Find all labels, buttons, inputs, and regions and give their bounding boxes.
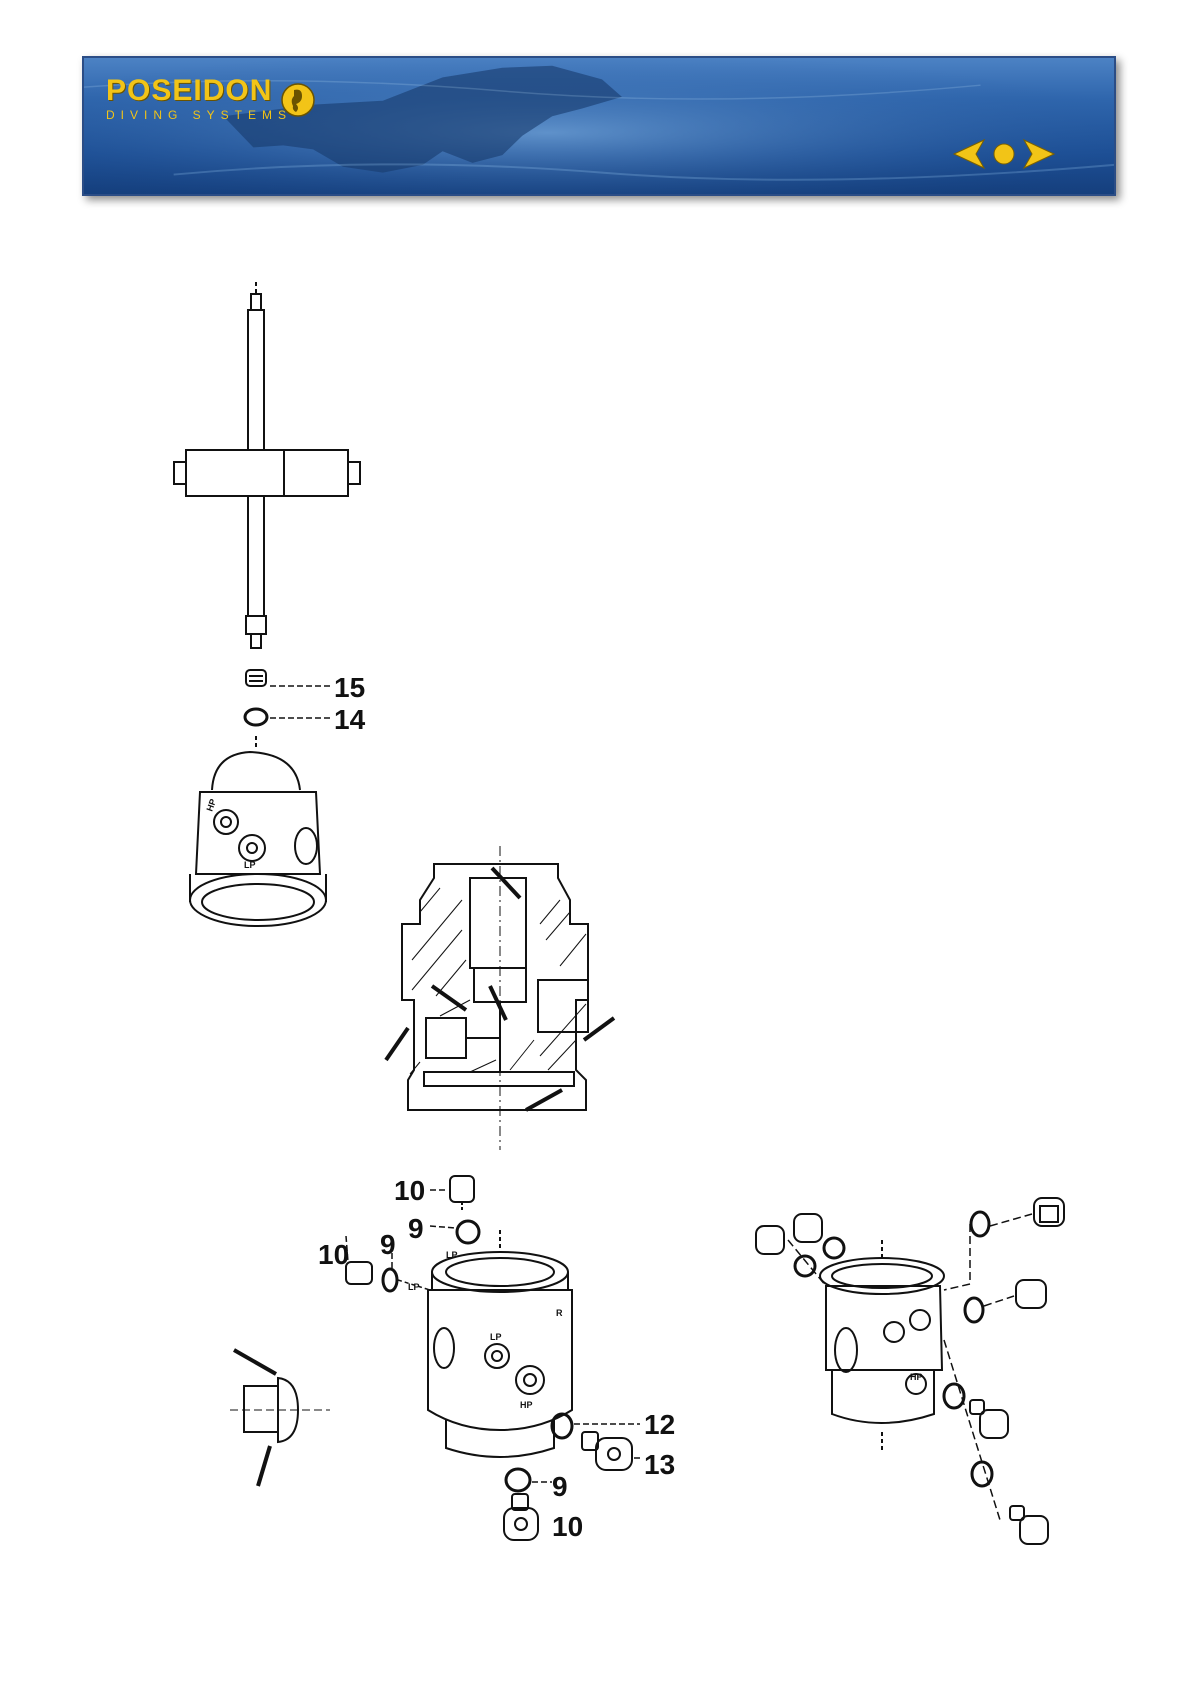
marking-lp-center-front: LP <box>490 1332 502 1342</box>
exploded-body-right <box>820 1240 944 1452</box>
plug-detail <box>230 1378 330 1442</box>
callout-10-left: 10 <box>318 1239 349 1270</box>
marking-hp-center: HP <box>520 1400 533 1410</box>
right-oring-1 <box>795 1256 815 1276</box>
marking-lp-top: LP <box>244 860 256 870</box>
callout-12: 12 <box>644 1409 675 1440</box>
right-plug-4 <box>1016 1280 1046 1308</box>
callout-9-top: 9 <box>408 1213 424 1244</box>
part-10-left-plug <box>346 1262 372 1284</box>
marking-hp-right: HP <box>910 1372 923 1382</box>
plug-arrows <box>234 1350 276 1486</box>
right-plug-3 <box>1034 1198 1064 1226</box>
part-9-left-oring <box>383 1269 397 1291</box>
marking-lp-center-top: LP <box>446 1250 458 1260</box>
part-10-top-plug <box>450 1176 474 1212</box>
right-oring-3 <box>971 1212 989 1236</box>
right-oring-4 <box>965 1298 983 1322</box>
part-14-oring <box>245 709 330 725</box>
t-handle-tool <box>174 282 360 648</box>
callout-10-top: 10 <box>394 1175 425 1206</box>
marking-hp-top: HP <box>204 798 218 813</box>
right-screw-1 <box>970 1400 1008 1438</box>
callout-9-bottom: 9 <box>552 1471 568 1502</box>
right-oring-2 <box>824 1238 844 1258</box>
callout-13: 13 <box>644 1449 675 1480</box>
marking-r-center: R <box>556 1308 563 1318</box>
part-13-screw <box>582 1432 632 1470</box>
part-9-top-oring <box>457 1221 479 1243</box>
part-15-plug <box>246 670 330 686</box>
exploded-body-center <box>428 1230 572 1457</box>
marking-lp-center-left: LP <box>408 1282 420 1292</box>
callout-10-bottom: 10 <box>552 1511 583 1542</box>
right-oring-5 <box>944 1384 964 1408</box>
callout-14: 14 <box>334 704 366 735</box>
right-screw-2 <box>1010 1506 1048 1544</box>
right-plug-2 <box>794 1214 822 1242</box>
right-plug-1 <box>756 1226 784 1254</box>
callout-15: 15 <box>334 672 365 703</box>
part-10-bottom-plug <box>504 1494 538 1540</box>
part-9-bottom-oring <box>506 1469 530 1491</box>
callout-9-left: 9 <box>380 1229 396 1260</box>
first-stage-body <box>190 736 326 926</box>
